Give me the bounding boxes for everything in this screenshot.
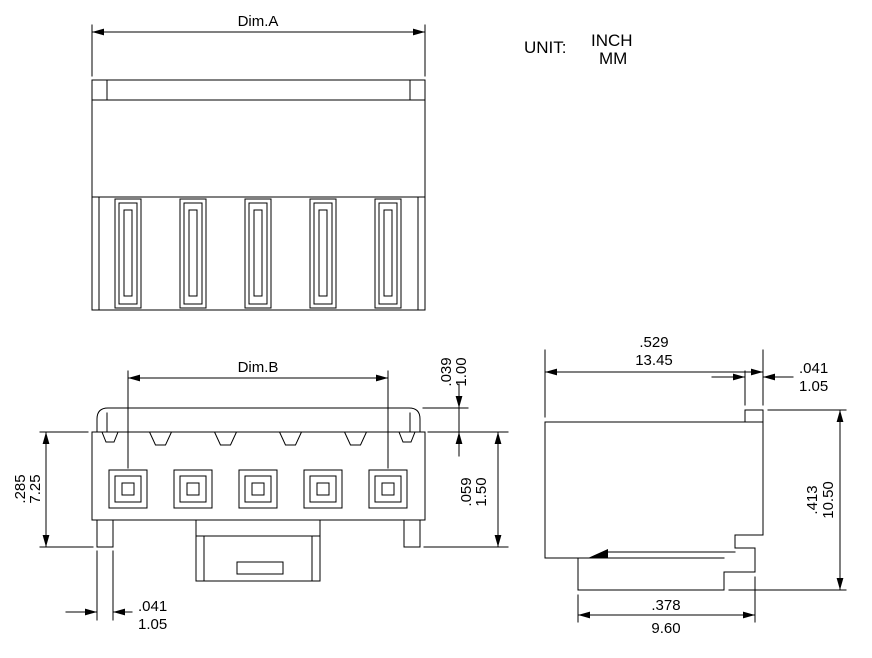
terminal-mid [244,475,272,503]
cavity-outer [374,198,402,309]
dim-a-label: Dim.A [238,13,279,30]
dim-lip-depth-mm: 1.05 [799,378,828,395]
side-outline [544,409,764,591]
cavity-inner [248,202,268,305]
cavity-outer [309,198,337,309]
dim-base-depth: .378 9.60 [577,576,756,637]
dim-side-height-inch: .413 [804,485,821,514]
terminal-contact [316,482,330,496]
side-view [544,409,764,591]
dim-foot-width-inch: .041 [138,598,167,615]
side-latch-catch [588,549,608,558]
dim-base-depth-inch: .378 [651,597,680,614]
dim-base-depth-mm: 9.60 [651,620,680,637]
dim-b-label: Dim.B [238,359,279,376]
terminal [108,469,148,509]
cavity-outer [114,198,142,309]
cavity-inner [118,202,138,305]
terminal [368,469,408,509]
cavity-outer [179,198,207,309]
dim-lip-height-mm: 1.00 [453,357,470,386]
cavity-inner [313,202,333,305]
dim-housing-height: .285 7.25 [12,431,94,548]
dim-cavity-height-inch: .059 [458,477,475,506]
terminal-outer [238,469,278,509]
dim-lip-depth: .041 1.05 [711,360,828,406]
key-notch [148,431,173,446]
terminal-mid [179,475,207,503]
cavity-slot [318,209,328,297]
face-view [91,407,426,582]
terminal-outer [108,469,148,509]
dim-foot-width: .041 1.05 [65,550,167,633]
terminal-contact [121,482,135,496]
dim-side-depth-inch: .529 [639,334,668,351]
terminal-outer [368,469,408,509]
dim-cavity-height: .059 1.50 [423,431,509,548]
dim-foot-width-mm: 1.05 [138,616,167,633]
terminal-contact [381,482,395,496]
dim-side-height-mm: 10.50 [820,481,837,519]
terminal-contact [186,482,200,496]
cap-outline [96,407,421,433]
terminal-mid [374,475,402,503]
cavity-slot [188,209,198,297]
latch-outline [195,519,321,582]
unit-mm: MM [599,49,627,68]
key-notch [278,431,303,446]
terminal-mid [114,475,142,503]
cavity [309,198,337,309]
cavity-slot [253,209,263,297]
dim-a: Dim.A [91,13,426,77]
terminal [238,469,278,509]
cavity [244,198,272,309]
cavity-outer [244,198,272,309]
terminal-outer [173,469,213,509]
unit-inch: INCH [591,31,633,50]
key-notch [101,431,119,443]
cavity [374,198,402,309]
terminal-contact [251,482,265,496]
body-outline [91,431,426,521]
key-notch [213,431,238,446]
terminal-outer [303,469,343,509]
terminal [303,469,343,509]
dim-lip-height: .039 1.00 [422,357,509,457]
unit-note: UNIT: INCH MM [524,31,633,68]
center-latch [195,519,321,582]
dim-side-depth-mm: 13.45 [635,352,673,369]
dim-lip-height-inch: .039 [438,357,455,386]
cavity-inner [183,202,203,305]
cavity-inner [378,202,398,305]
dim-cavity-height-mm: 1.50 [473,477,490,506]
mount-foot-left [96,519,114,548]
dim-side-depth: .529 13.45 [544,334,764,418]
latch-slot [236,561,284,575]
cavity [114,198,142,309]
dim-housing-height-mm: 7.25 [27,474,44,503]
key-notch [343,431,368,446]
unit-label: UNIT: [524,38,567,57]
cavity [179,198,207,309]
dim-side-height: .413 10.50 [728,409,847,591]
dim-b: Dim.B [127,359,389,469]
cavity-slot [123,209,133,297]
front-view [91,79,426,311]
dim-housing-height-inch: .285 [12,474,29,503]
front-outline [91,79,426,311]
terminal [173,469,213,509]
key-notch [398,431,416,443]
cavity-slot [383,209,393,297]
terminal-mid [309,475,337,503]
mount-foot-right [403,519,421,548]
dim-lip-depth-inch: .041 [799,360,828,377]
